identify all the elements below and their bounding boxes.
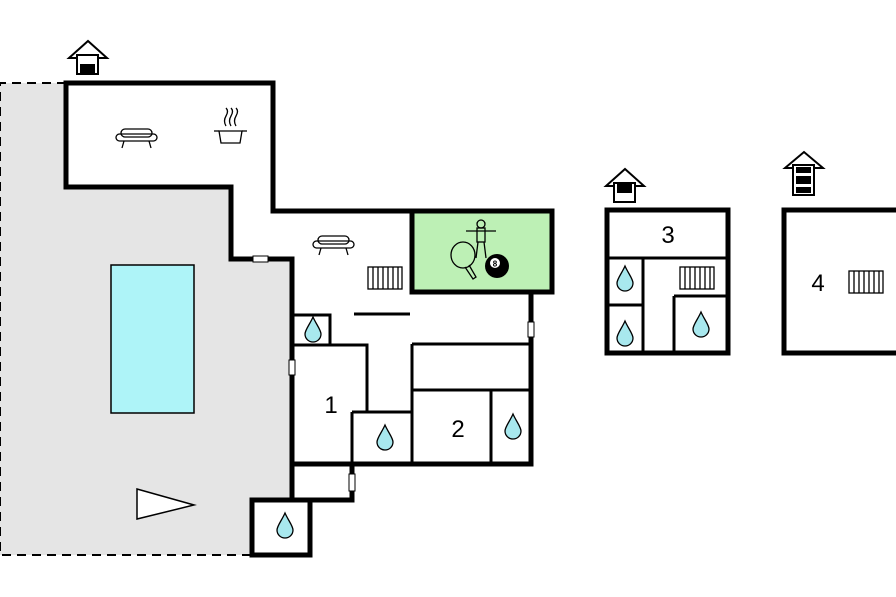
stairs-icon	[848, 270, 884, 294]
room-label-2: 2	[451, 416, 464, 443]
entrance-icon	[66, 39, 110, 75]
entrance-icon	[603, 167, 647, 203]
game-room-wall	[409, 208, 555, 295]
water-drop-icon	[276, 511, 294, 539]
main-house-outer-wall	[63, 80, 555, 467]
room-label-3: 3	[661, 222, 674, 249]
stairs-icon	[679, 266, 715, 290]
wall-segment	[294, 313, 332, 345]
water-drop-icon	[504, 412, 522, 440]
door	[348, 473, 356, 492]
stairs-icon	[367, 266, 403, 290]
water-drop-icon	[376, 423, 394, 451]
billiard-ball-icon: 8	[485, 254, 509, 278]
water-drop-icon	[692, 310, 710, 338]
sofa-icon	[312, 235, 355, 256]
sun-lounger-icon	[136, 488, 197, 520]
bathroom-icons	[276, 264, 710, 539]
water-drop-icon	[616, 319, 634, 347]
entrance-icon	[782, 150, 826, 196]
table-football-icon	[466, 219, 496, 259]
sofa-icon	[115, 128, 158, 149]
door	[252, 255, 269, 263]
water-drop-icon	[616, 264, 634, 292]
building-3-wall	[604, 207, 731, 356]
terrace-dashed-border	[0, 82, 251, 556]
room-label-1: 1	[324, 392, 337, 419]
interior-walls	[294, 312, 531, 464]
water-drop-icon	[304, 315, 322, 343]
wall-segment	[294, 343, 369, 412]
kitchen-pot-icon	[214, 107, 247, 144]
annex-wall	[289, 461, 355, 503]
billiard-ball-number: 8	[493, 260, 498, 269]
room-label-4: 4	[811, 270, 824, 297]
door	[527, 321, 535, 338]
outdoor-bathroom-wall	[249, 497, 313, 558]
swimming-pool	[110, 264, 195, 414]
building-4-wall	[781, 207, 896, 356]
ping-pong-icon	[450, 241, 477, 280]
door	[288, 359, 296, 376]
game-room	[412, 212, 552, 292]
